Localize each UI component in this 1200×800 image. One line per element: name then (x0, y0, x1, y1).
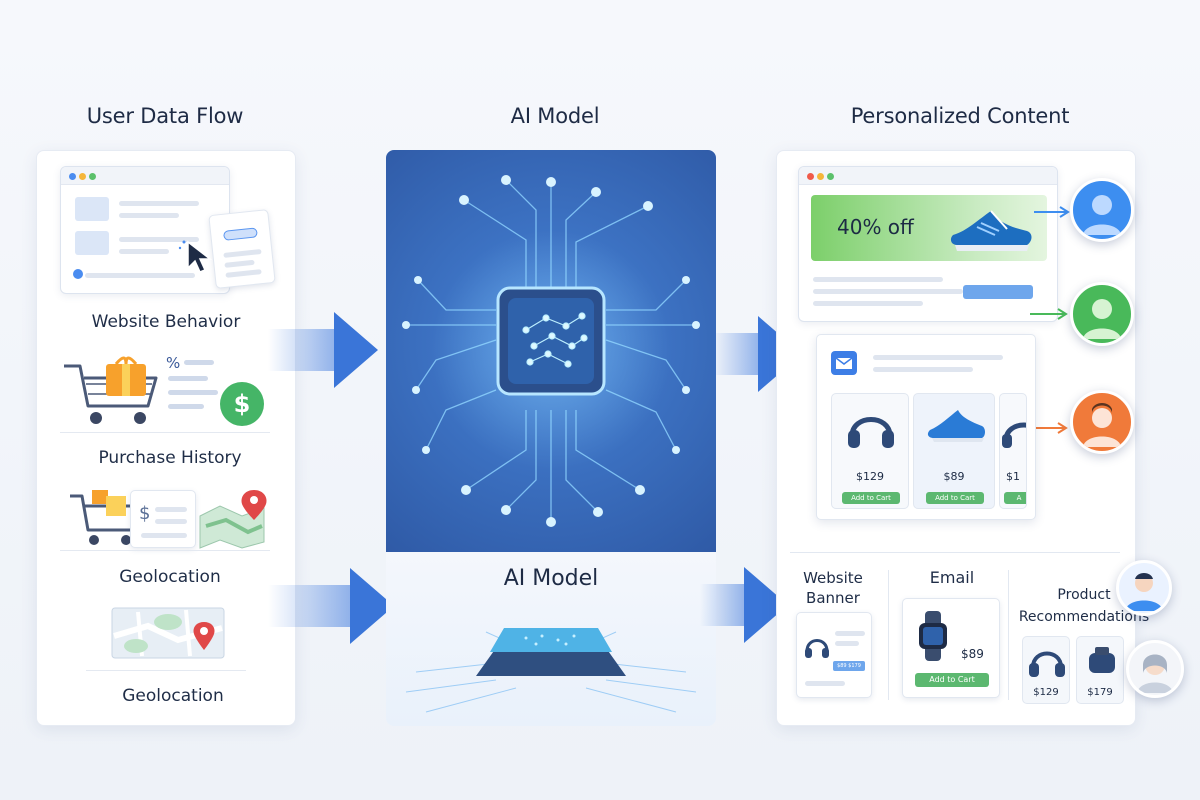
receipt-dollar: $ (139, 503, 151, 524)
recommendation-price: $179 (1087, 687, 1113, 698)
headphones-icon (1002, 422, 1026, 448)
dollar-coin-icon: $ (220, 382, 264, 426)
website-browser-mock (60, 166, 230, 294)
arrow-band-lower-right (700, 584, 748, 626)
banner-cta-button[interactable] (963, 285, 1033, 299)
document-card (208, 209, 276, 289)
email-label: Email (929, 568, 975, 587)
purchase-history-label: Purchase History (98, 448, 242, 468)
mini-banner-card[interactable]: $89 $179 (796, 612, 872, 698)
avatar-green (1070, 282, 1134, 346)
add-to-cart-button[interactable]: A (1004, 492, 1026, 504)
ai-model-title: AI Model (510, 104, 600, 128)
recommendation-price: $129 (1033, 687, 1059, 698)
ai-model-lower-panel (386, 552, 716, 726)
email-product-card[interactable]: $129 Add to Cart (831, 393, 909, 509)
add-to-cart-button[interactable]: Add to Cart (926, 492, 984, 504)
headphones-icon (1029, 651, 1065, 677)
discount-text: 40% off (837, 215, 914, 239)
add-to-cart-button[interactable]: Add to Cart (915, 673, 989, 687)
recommendation-card[interactable]: $179 (1076, 636, 1124, 704)
cart-small-icon (70, 490, 140, 545)
arrow-right-icon (334, 312, 378, 388)
email-product-panel: $129 Add to Cart $89 Add to Cart $1 A (816, 334, 1036, 520)
cursor-icon (178, 240, 213, 273)
speaker-icon (1089, 647, 1115, 673)
email-watch-card[interactable]: $89 Add to Cart (902, 598, 1000, 698)
website-behavior-label: Website Behavior (91, 312, 241, 332)
geolocation-label-1: Geolocation (119, 567, 221, 587)
receipt-card: $ (130, 490, 196, 548)
product-price: $1 (1006, 470, 1020, 483)
email-product-card-partial[interactable]: $1 A (999, 393, 1027, 509)
avatar-blue (1070, 178, 1134, 242)
recommendation-card[interactable]: $129 (1022, 636, 1070, 704)
ai-model-lower-label: AI Model (503, 566, 599, 591)
avatar-arrow-icon (1034, 206, 1070, 218)
arrow-band-upper-left (268, 329, 338, 371)
map-icon (111, 607, 225, 659)
avatar-orange (1070, 390, 1134, 454)
headphones-icon (848, 417, 894, 448)
email-watch-price: $89 (961, 647, 984, 661)
personalized-content-title: Personalized Content (850, 104, 1070, 128)
map-pin-icon (199, 490, 267, 549)
avatar-arrow-icon (1030, 422, 1068, 434)
avatar-arrow-icon (1030, 308, 1068, 320)
glowing-chip-graphic (405, 628, 697, 713)
sneaker-icon (950, 210, 1032, 251)
avatar-recommendation-blue (1116, 560, 1172, 616)
neural-circuit-graphic (402, 175, 700, 527)
divider (790, 552, 1120, 553)
email-product-card[interactable]: $89 Add to Cart (913, 393, 995, 509)
user-data-flow-title: User Data Flow (86, 104, 244, 128)
arrow-band-lower-left (268, 585, 354, 627)
banner-browser-mock: 40% off (798, 166, 1058, 322)
mini-banner-price: $89 $179 (833, 661, 865, 671)
smartwatch-icon (919, 611, 947, 661)
mail-icon (831, 351, 857, 375)
headphones-icon (805, 639, 829, 658)
ai-chip-panel (386, 150, 716, 552)
add-to-cart-button[interactable]: Add to Cart (842, 492, 900, 504)
product-recommendations-label: Product Recommendations (1018, 587, 1150, 625)
arrow-band-upper-right (712, 333, 762, 375)
discount-banner[interactable]: 40% off (811, 195, 1047, 261)
product-price: $89 (943, 470, 965, 483)
sneaker-icon (927, 410, 985, 442)
website-banner-label: Website Banner (803, 569, 863, 607)
geolocation-label-2: Geolocation (122, 686, 224, 706)
shopping-cart-icon (64, 356, 158, 424)
product-price: $129 (856, 470, 884, 483)
avatar-recommendation-gray (1126, 640, 1184, 698)
percent-symbol: % (166, 354, 181, 372)
